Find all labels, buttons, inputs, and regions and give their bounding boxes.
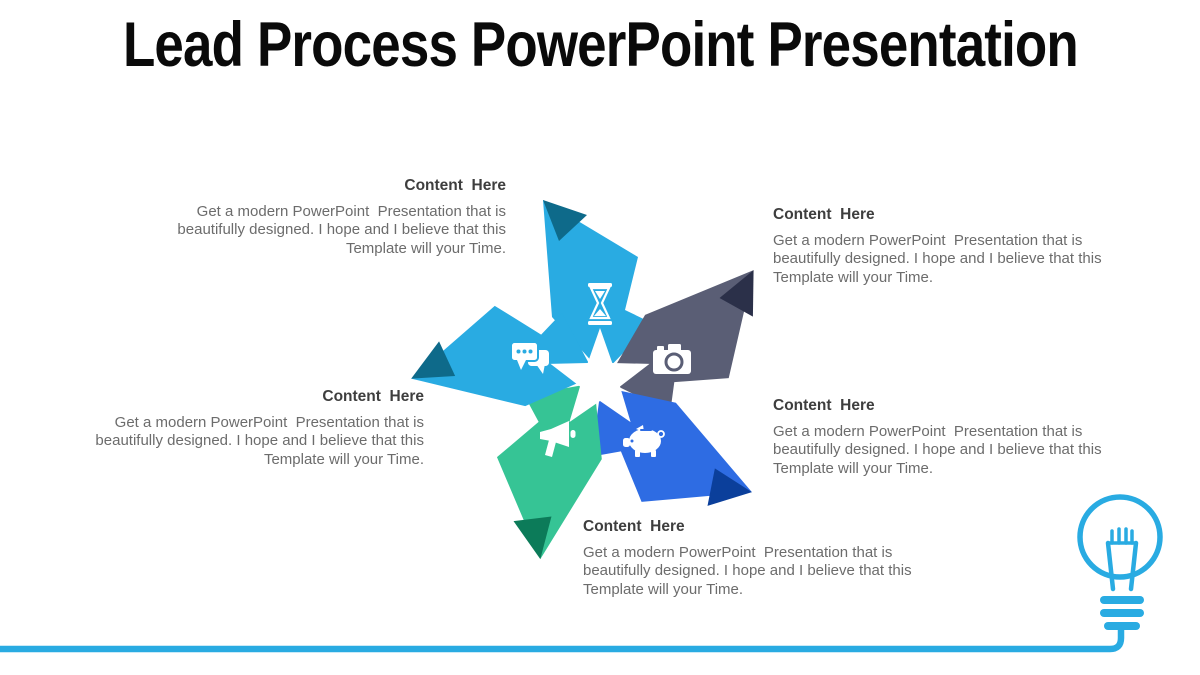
fold-corner bbox=[513, 516, 552, 560]
pinwheel-arrow-2 bbox=[606, 270, 754, 412]
content-body: Get a modern PowerPoint Presentation tha… bbox=[583, 543, 916, 598]
content-block-top-right: Content Here Get a modern PowerPoint Pre… bbox=[773, 206, 1121, 287]
pinwheel-arrow-4 bbox=[496, 383, 602, 560]
pinwheel-arrow-3 bbox=[591, 386, 752, 506]
content-heading: Content Here bbox=[583, 518, 685, 535]
lightbulb-icon bbox=[1077, 494, 1163, 592]
footer-artwork bbox=[0, 494, 1163, 653]
content-heading: Content Here bbox=[773, 397, 875, 414]
content-block-middle-left: Content Here Get a modern PowerPoint Pre… bbox=[76, 388, 424, 469]
camera-icon bbox=[653, 344, 691, 374]
content-body: Get a modern PowerPoint Presentation tha… bbox=[95, 413, 429, 468]
fold-corner bbox=[411, 341, 456, 379]
content-block-bottom: Content Here Get a modern PowerPoint Pre… bbox=[583, 518, 931, 599]
content-block-middle-right: Content Here Get a modern PowerPoint Pre… bbox=[773, 397, 1121, 478]
fold-corner bbox=[707, 468, 752, 506]
content-body: Get a modern PowerPoint Presentation tha… bbox=[773, 422, 1106, 477]
content-heading: Content Here bbox=[404, 177, 506, 194]
fold-corner bbox=[719, 270, 754, 317]
content-block-top-left: Content Here Get a modern PowerPoint Pre… bbox=[158, 177, 506, 258]
pinwheel-diagram bbox=[411, 200, 754, 560]
chat-icon bbox=[510, 341, 549, 374]
fold-corner bbox=[543, 200, 587, 241]
content-heading: Content Here bbox=[322, 388, 424, 405]
page-title-text: Lead Process PowerPoint Presentation bbox=[122, 10, 1079, 80]
content-body: Get a modern PowerPoint Presentation tha… bbox=[177, 202, 511, 257]
content-heading: Content Here bbox=[773, 206, 875, 223]
wire-line bbox=[0, 630, 1125, 653]
page-title: Lead Process PowerPoint Presentation bbox=[0, 14, 1200, 77]
piggy-bank-icon bbox=[623, 425, 665, 457]
megaphone-icon bbox=[540, 421, 576, 457]
center-star bbox=[550, 328, 650, 423]
content-body: Get a modern PowerPoint Presentation tha… bbox=[773, 231, 1106, 286]
pinwheel-arrow-5 bbox=[411, 305, 596, 407]
lightbulb-base bbox=[1100, 596, 1144, 630]
hourglass-icon bbox=[588, 283, 612, 325]
